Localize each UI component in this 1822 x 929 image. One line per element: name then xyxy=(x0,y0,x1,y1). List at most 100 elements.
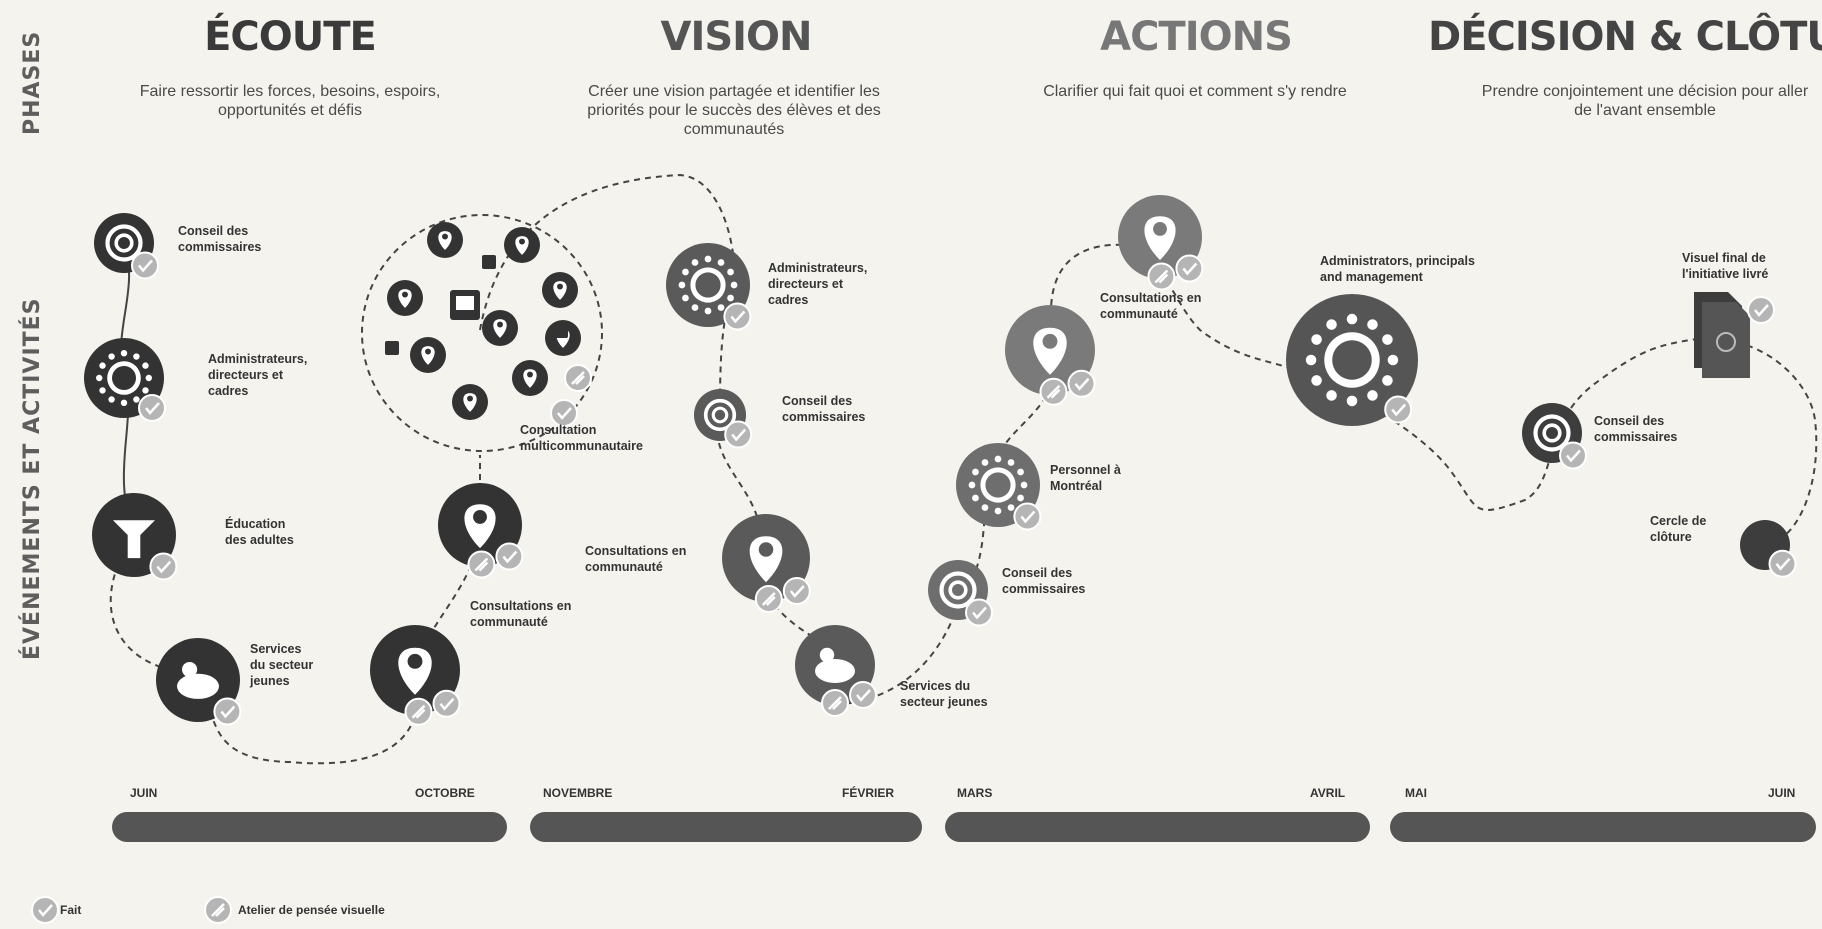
done-check-icon xyxy=(149,552,178,581)
done-check-icon xyxy=(1175,254,1204,283)
event-label-line: Administrateurs, xyxy=(208,352,307,366)
event-label-line: Consultations en xyxy=(470,599,571,613)
mini-pin-icon xyxy=(452,384,488,420)
done-check-icon xyxy=(849,681,877,709)
workshop-check-icon xyxy=(1147,262,1176,291)
adult-education-icon xyxy=(113,520,155,559)
event-label-line: commissaires xyxy=(782,410,865,424)
location-pin-icon xyxy=(1144,216,1176,261)
youth-services-icon xyxy=(815,647,855,683)
event-label-line: and management xyxy=(1320,270,1424,284)
timeline-bar-3 xyxy=(1390,812,1816,842)
event-node-16: Conseil des commissaires xyxy=(1522,403,1677,470)
done-check-icon xyxy=(1013,502,1042,531)
done-check-icon xyxy=(432,689,461,718)
event-label-line: Consultation xyxy=(520,423,596,437)
council-icon xyxy=(939,571,977,609)
mini-pin-icon xyxy=(482,310,518,346)
event-node-12: Personnel à Montréal xyxy=(956,443,1121,531)
mini-pin-icon xyxy=(504,227,540,263)
mini-screen-icon xyxy=(385,341,399,355)
workshop-check-icon xyxy=(404,697,433,726)
phase-title-actions: ACTIONS xyxy=(1100,14,1293,60)
event-label-line: des adultes xyxy=(225,533,294,547)
team-icon xyxy=(96,350,152,406)
multicommunity-dashed-circle xyxy=(361,214,603,452)
legend-workshop-label: Atelier de pensée visuelle xyxy=(238,903,385,917)
phase-desc-actions: Clarifier qui fait quoi et comment s'y r… xyxy=(1043,83,1347,100)
youth-services-icon xyxy=(177,661,219,699)
event-label-line: Consultations en xyxy=(585,544,686,558)
mini-pin-icon xyxy=(410,337,446,373)
event-label-line: commissaires xyxy=(1594,430,1677,444)
phase-title-ecoute: ÉCOUTE xyxy=(204,14,377,60)
timeline-bar-1 xyxy=(530,812,922,842)
done-check-icon xyxy=(1768,549,1797,578)
location-pin-icon xyxy=(1033,327,1067,375)
month-juin-end: JUIN xyxy=(1768,786,1796,800)
event-label-line: Conseil des xyxy=(1002,566,1072,580)
event-label-line: Consultations en xyxy=(1100,291,1201,305)
event-node-17: Visuel final del'initiative livré xyxy=(1682,251,1775,378)
event-label-line: Conseil des xyxy=(782,394,852,408)
month-mai: MAI xyxy=(1405,786,1427,800)
location-pin-icon xyxy=(398,647,432,695)
phase-title-decision: DÉCISION & CLÔTURE xyxy=(1428,14,1822,60)
legend-icons xyxy=(31,896,232,924)
event-node-13 xyxy=(1005,305,1096,406)
workshop-check-icon xyxy=(1039,377,1068,406)
event-label-line: cadres xyxy=(768,293,808,307)
event-label-line: cadres xyxy=(208,384,248,398)
month-mars: MARS xyxy=(957,786,993,800)
event-label-line: communauté xyxy=(585,560,663,574)
mini-pin-icon xyxy=(512,360,548,396)
phase-title-vision: VISION xyxy=(660,14,812,60)
workshop-check-icon xyxy=(467,550,496,579)
event-label-line: l'initiative livré xyxy=(1682,267,1768,281)
done-check-icon xyxy=(1067,369,1096,398)
team-icon xyxy=(678,255,738,315)
done-check-icon xyxy=(138,394,166,422)
event-label-line: Administrateurs, xyxy=(768,261,867,275)
event-label-line: Services xyxy=(250,642,301,656)
done-check-icon xyxy=(965,598,993,627)
done-check-icon xyxy=(724,420,753,449)
council-icon xyxy=(1533,414,1571,452)
council-icon xyxy=(703,398,737,432)
location-pin-icon xyxy=(464,504,496,549)
event-node-2: Éducation des adultes xyxy=(92,493,294,581)
workshop-check-icon xyxy=(821,689,849,717)
event-label-line: Éducation xyxy=(225,516,285,531)
council-icon xyxy=(105,224,143,262)
mini-screen-icon xyxy=(482,255,496,269)
event-node-9: Consultations en communauté xyxy=(585,514,811,613)
event-node-8: Conseil des commissaires xyxy=(694,389,865,449)
event-label-line: secteur jeunes xyxy=(900,695,988,709)
event-label-line: Montréal xyxy=(1050,479,1102,493)
event-label-line: Personnel à xyxy=(1050,463,1121,477)
event-label-line: clôture xyxy=(1650,530,1692,544)
timeline-bar-2 xyxy=(945,812,1370,842)
done-check-icon xyxy=(213,697,242,726)
mini-screen-icon xyxy=(554,324,568,338)
mini-pin-icon xyxy=(387,280,423,316)
legend-workshop: Atelier de pensée visuelle xyxy=(238,903,385,917)
legend-done-label: Fait xyxy=(60,903,82,917)
event-label-line: Services du xyxy=(900,679,970,693)
month-novembre: NOVEMBRE xyxy=(543,786,613,800)
event-node-5 xyxy=(438,483,524,579)
event-label-line: Conseil des xyxy=(1594,414,1664,428)
phase-desc-ecoute: Faire ressortir les forces, besoins, esp… xyxy=(139,83,441,119)
month-octobre: OCTOBRE xyxy=(415,786,475,800)
workshop-check-icon xyxy=(754,585,783,613)
done-check-icon xyxy=(782,577,811,605)
event-label-line: commissaires xyxy=(178,240,261,254)
done-check-icon xyxy=(723,302,752,331)
month-fevrier: FÉVRIER xyxy=(842,786,895,800)
